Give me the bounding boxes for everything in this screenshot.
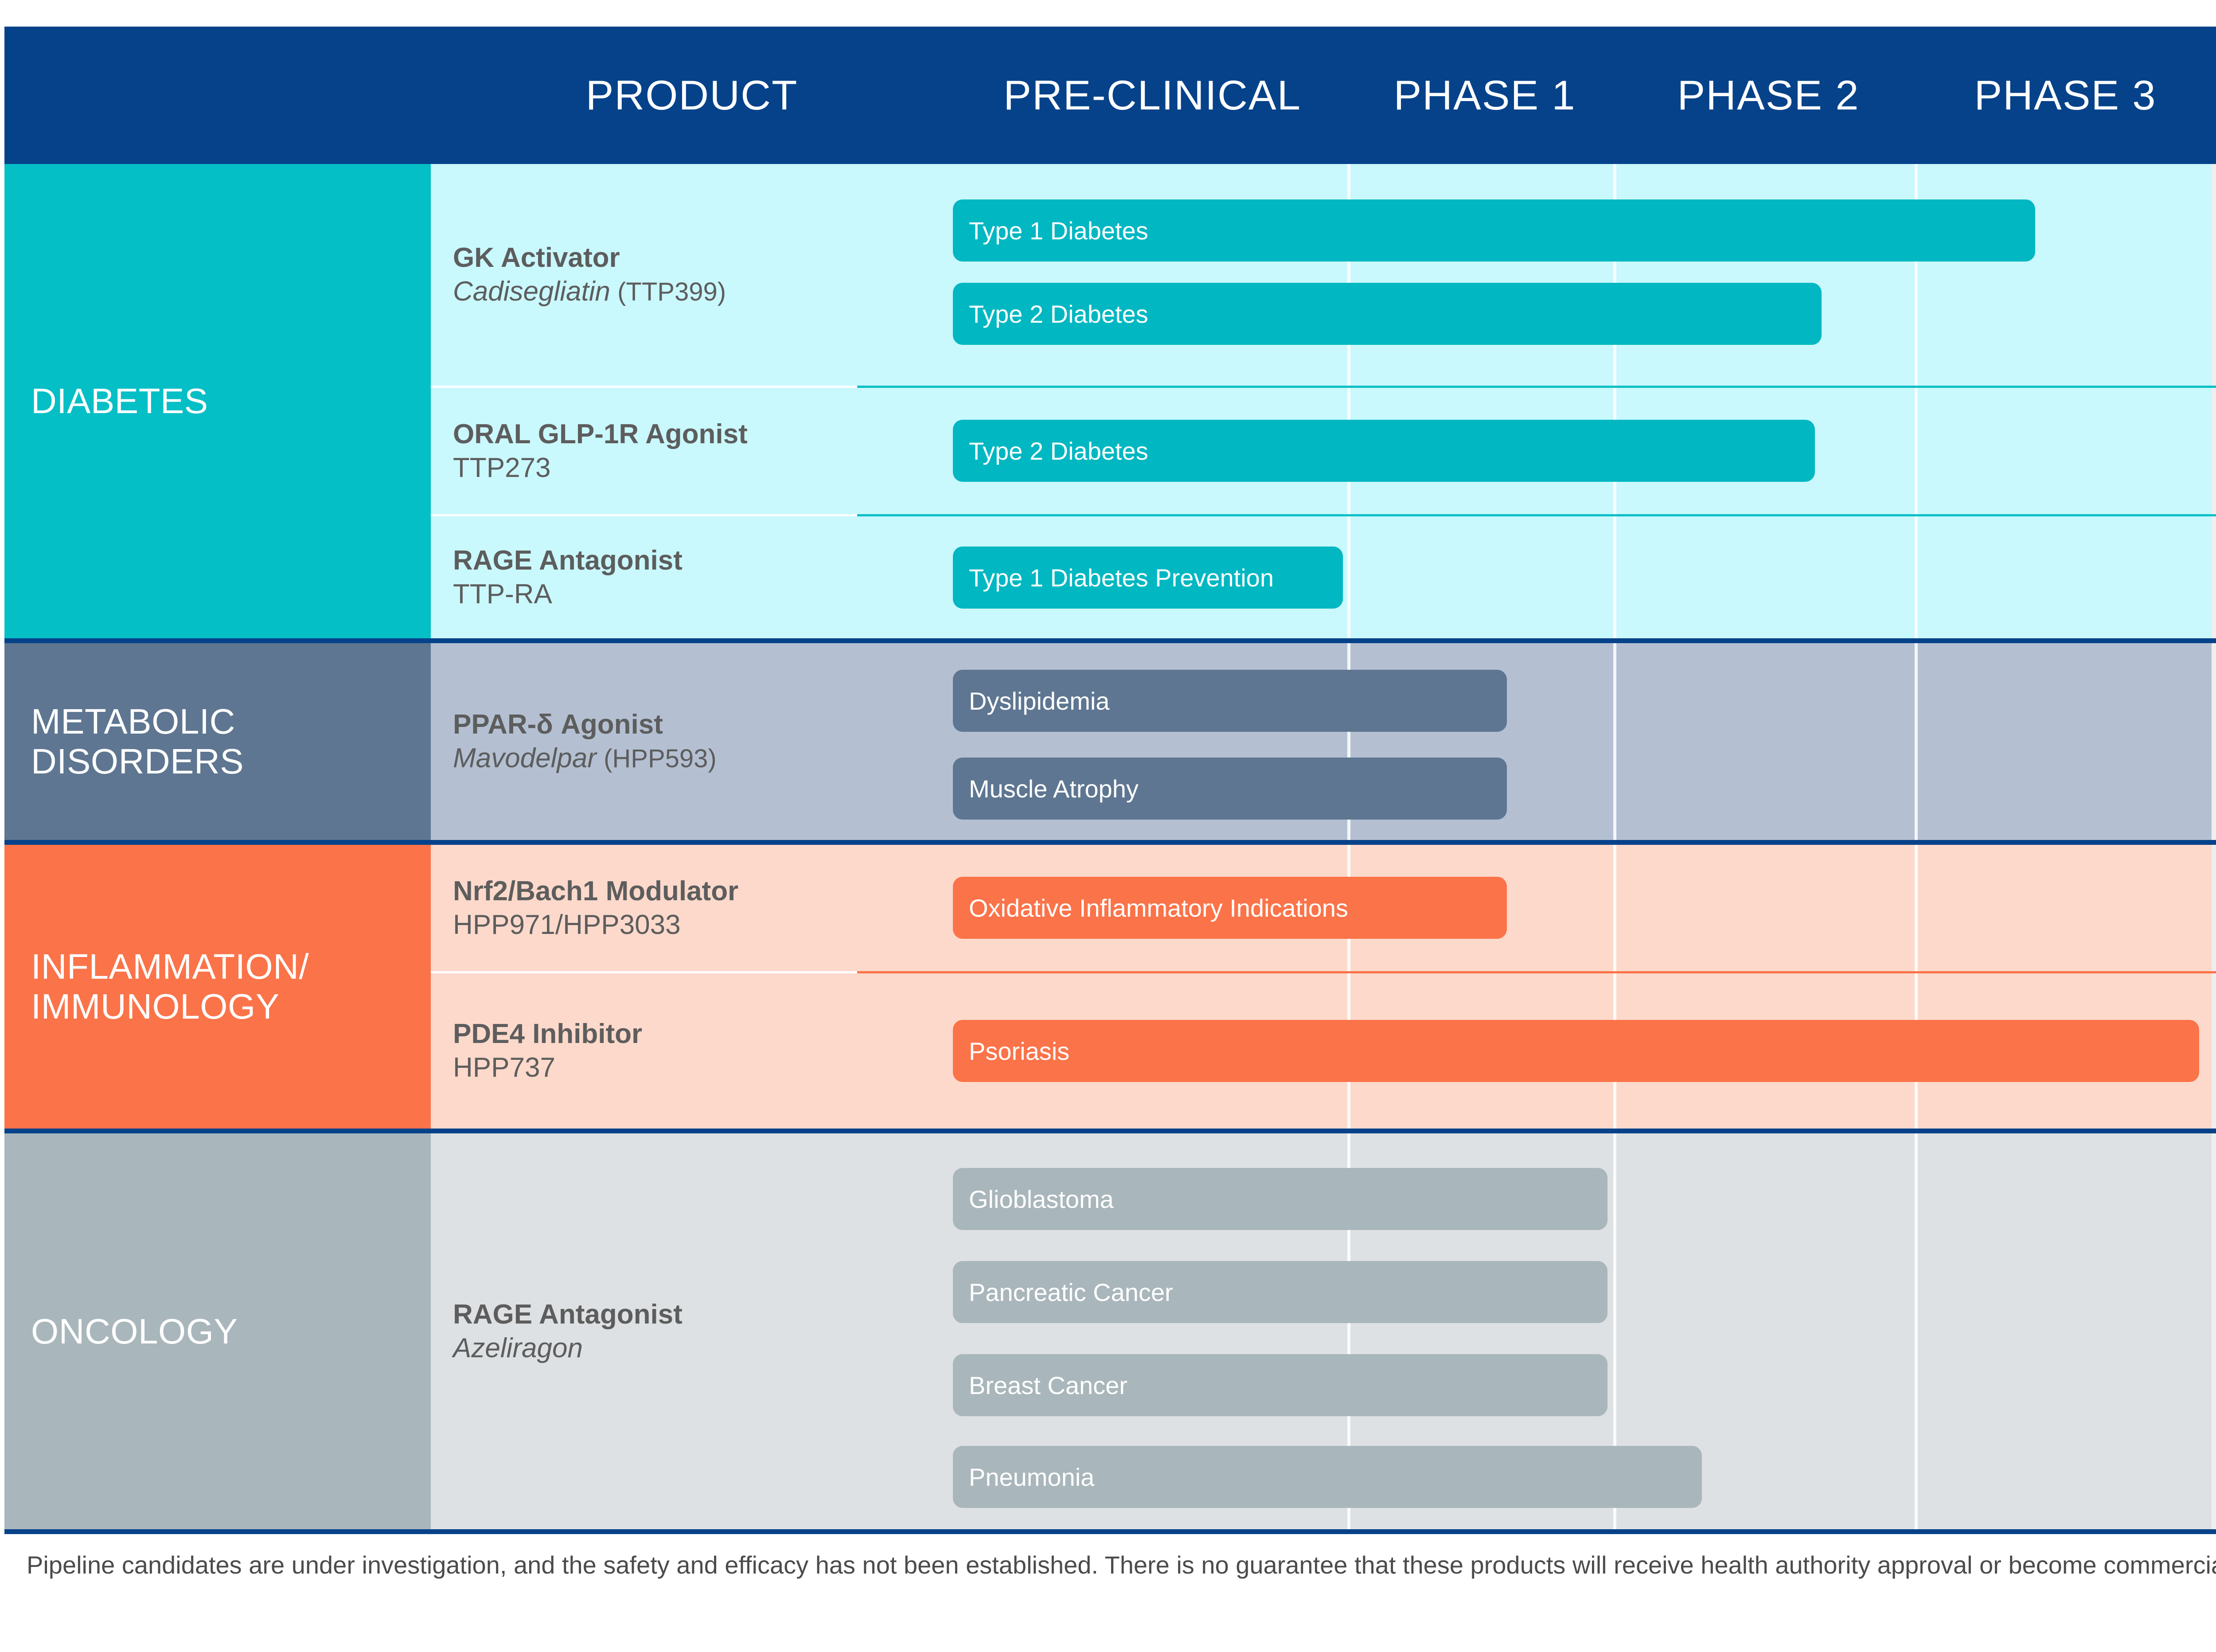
- pipeline-bar[interactable]: Breast Cancer: [953, 1354, 1607, 1416]
- section-metabolic-disorders: METABOLIC DISORDERS PPAR-δ Agonist Mavod…: [4, 643, 2216, 840]
- partner-cell: THERAPEUTICS 42 Healthcare Certain count…: [2212, 164, 2216, 386]
- gridline-phase-2: [1613, 1133, 1616, 1529]
- product-name: GK Activator: [453, 242, 620, 273]
- product-name: PDE4 Inhibitor: [453, 1019, 643, 1050]
- product-cell: ORAL GLP-1R Agonist TTP273: [431, 388, 953, 514]
- partner-cell: THERAPEUTICS: [2212, 845, 2216, 971]
- section-divider: [4, 638, 2216, 643]
- bar-track: Glioblastoma Pancreatic Cancer Breast Ca…: [953, 1133, 2212, 1529]
- pipeline-bar[interactable]: Muscle Atrophy: [953, 758, 1507, 820]
- product-code: HPP737: [453, 1052, 555, 1083]
- gridline-phase-1: [1347, 643, 1350, 840]
- product-cell: RAGE Antagonist Azeliragon: [431, 1133, 953, 1529]
- partner-cell: THERAPEUTICS: [2212, 643, 2216, 840]
- bar-track: Psoriasis: [953, 973, 2212, 1129]
- bar-track: Type 2 Diabetes: [953, 388, 2212, 514]
- product-cell: PDE4 Inhibitor HPP737: [431, 973, 953, 1129]
- table-row[interactable]: Nrf2/Bach1 Modulator HPP971/HPP3033 Oxid…: [431, 845, 2216, 971]
- column-header-preclinical: PRE-CLINICAL: [1003, 72, 1301, 118]
- bar-track: Type 1 Diabetes Type 2 Diabetes: [953, 164, 2212, 386]
- pipeline-bar[interactable]: Glioblastoma: [953, 1168, 1607, 1230]
- gridline-phase-3: [1915, 643, 1918, 840]
- section-diabetes: DIABETES GK Activator Cadisegliatin (TTP…: [4, 164, 2216, 638]
- product-cell: PPAR-δ Agonist Mavodelpar (HPP593): [431, 643, 953, 840]
- pipeline-bar[interactable]: Psoriasis: [953, 1020, 2199, 1082]
- product-name: RAGE Antagonist: [453, 545, 683, 576]
- product-name: PPAR-δ Agonist: [453, 709, 663, 740]
- row-separator: [857, 514, 2216, 516]
- section-divider: [4, 840, 2216, 845]
- row-separator: [857, 386, 2216, 388]
- product-code: TTP-RA: [453, 578, 552, 609]
- pipeline-chart: PRODUCT PRE-CLINICAL PHASE 1 PHASE 2 PHA…: [4, 27, 2216, 1534]
- bar-track: Type 1 Diabetes Prevention: [953, 516, 2212, 638]
- pipeline-bar[interactable]: Type 2 Diabetes: [953, 283, 1822, 345]
- column-header-phase-1: PHASE 1: [1393, 72, 1576, 118]
- product-cell: RAGE Antagonist TTP-RA: [431, 516, 953, 638]
- section-divider: [4, 1129, 2216, 1133]
- product-code: (HPP593): [596, 744, 717, 773]
- table-row[interactable]: PPAR-δ Agonist Mavodelpar (HPP593) Dysli…: [431, 643, 2216, 840]
- column-header-product: PRODUCT: [585, 72, 798, 118]
- pipeline-bar[interactable]: Oxidative Inflammatory Indications: [953, 877, 1507, 939]
- pipeline-bar[interactable]: Pneumonia: [953, 1446, 1702, 1508]
- product-subname: Cadisegliatin (TTP399): [453, 275, 944, 309]
- column-header-partners: PARTNERS + RIGHTS: [2212, 27, 2216, 164]
- gridline-phase-2: [1613, 164, 1616, 386]
- product-generic-name: Cadisegliatin: [453, 276, 610, 307]
- category-label-diabetes: DIABETES: [4, 164, 431, 638]
- pipeline-bar[interactable]: Type 1 Diabetes: [953, 199, 2036, 262]
- pipeline-bar[interactable]: Type 2 Diabetes: [953, 420, 1815, 482]
- partner-cell: THERAPEUTICS: [2212, 516, 2216, 638]
- table-header: PRODUCT PRE-CLINICAL PHASE 1 PHASE 2 PHA…: [4, 27, 2216, 164]
- product-cell: Nrf2/Bach1 Modulator HPP971/HPP3033: [431, 845, 953, 971]
- table-row[interactable]: PDE4 Inhibitor HPP737 Psoriasis NEWSOARA…: [431, 973, 2216, 1129]
- gridline-phase-1: [1347, 164, 1350, 386]
- gridline-phase-3: [1915, 388, 1918, 514]
- gridline-phase-3: [1915, 164, 1918, 386]
- gridline-phase-2: [1613, 516, 1616, 638]
- category-label-oncology: ONCOLOGY: [4, 1133, 431, 1529]
- product-name: Nrf2/Bach1 Modulator: [453, 875, 739, 906]
- product-generic-name: Azeliragon: [453, 1332, 583, 1363]
- disclaimer-text: Pipeline candidates are under investigat…: [27, 1551, 2216, 1579]
- gridline-phase-2: [1613, 845, 1616, 971]
- pipeline-bar[interactable]: Pancreatic Cancer: [953, 1261, 1607, 1323]
- bar-track: Oxidative Inflammatory Indications: [953, 845, 2212, 971]
- product-subname: Mavodelpar (HPP593): [453, 742, 944, 775]
- product-subname: Azeliragon: [453, 1332, 944, 1365]
- product-code: TTP273: [453, 452, 551, 483]
- partner-cell: THERAPEUTICS: [2212, 388, 2216, 514]
- product-code: HPP971/HPP3033: [453, 909, 681, 940]
- product-name: RAGE Antagonist: [453, 1299, 683, 1330]
- product-code: (TTP399): [610, 277, 726, 306]
- pipeline-bar[interactable]: Dyslipidemia: [953, 670, 1507, 732]
- section-divider: [4, 1529, 2216, 1534]
- gridline-phase-1: [1347, 516, 1350, 638]
- partner-cell: NEWSOARA 恒翼生物医药 Global rights: [2212, 973, 2216, 1129]
- column-header-phase-2: PHASE 2: [1677, 72, 1860, 118]
- category-label-inflammation-immunology: INFLAMMATION/ IMMUNOLOGY: [4, 845, 431, 1129]
- gridline-phase-1: [1347, 1133, 1350, 1529]
- table-row[interactable]: ORAL GLP-1R Agonist TTP273 Type 2 Diabet…: [431, 388, 2216, 514]
- section-inflammation-immunology: INFLAMMATION/ IMMUNOLOGY Nrf2/Bach1 Modu…: [4, 845, 2216, 1129]
- table-row[interactable]: RAGE Antagonist TTP-RA Type 1 Diabetes P…: [431, 516, 2216, 638]
- table-row[interactable]: RAGE Antagonist Azeliragon Glioblastoma …: [431, 1133, 2216, 1529]
- category-label-metabolic-disorders: METABOLIC DISORDERS: [4, 643, 431, 840]
- gridline-phase-3: [1915, 845, 1918, 971]
- gridline-phase-3: [1915, 1133, 1918, 1529]
- column-header-phase-3: PHASE 3: [1974, 72, 2157, 118]
- partner-cell: CANTEX PHARMACEUTICALS Global: [2212, 1133, 2216, 1529]
- gridline-phase-3: [1915, 516, 1918, 638]
- product-generic-name: Mavodelpar: [453, 743, 597, 773]
- section-oncology: ONCOLOGY RAGE Antagonist Azeliragon Glio…: [4, 1133, 2216, 1529]
- bar-track: Dyslipidemia Muscle Atrophy: [953, 643, 2212, 840]
- row-separator: [857, 971, 2216, 973]
- product-name: ORAL GLP-1R Agonist: [453, 418, 748, 449]
- pipeline-bar[interactable]: Type 1 Diabetes Prevention: [953, 547, 1343, 609]
- product-cell: GK Activator Cadisegliatin (TTP399): [431, 164, 953, 386]
- gridline-phase-2: [1613, 643, 1616, 840]
- table-row[interactable]: GK Activator Cadisegliatin (TTP399) Type…: [431, 164, 2216, 386]
